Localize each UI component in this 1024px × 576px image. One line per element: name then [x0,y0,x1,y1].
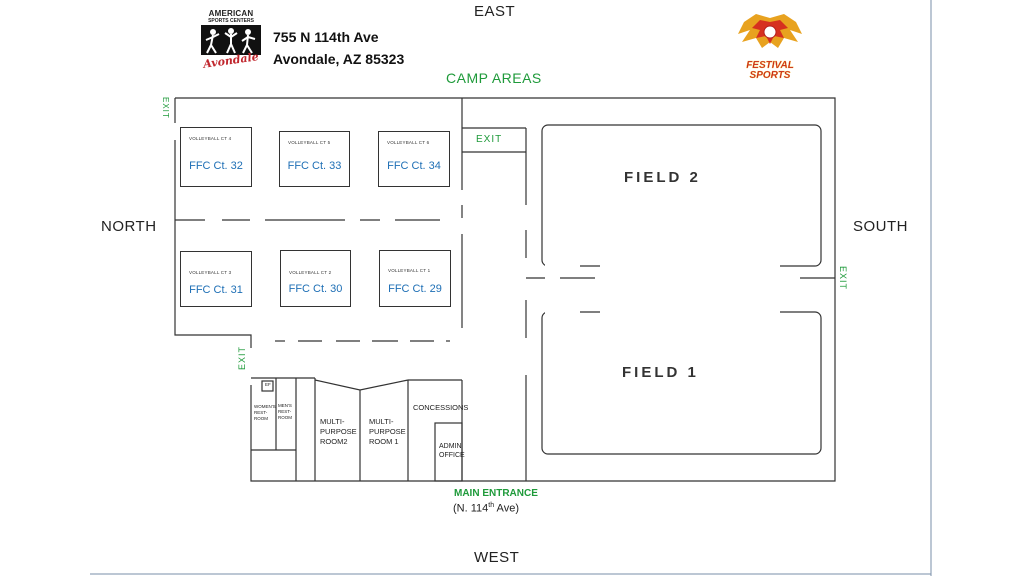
logo-right-line1: FESTIVAL [746,60,794,71]
concessions-label: CONCESSIONS [413,403,469,412]
court-ffc-34: VOLLEYBALL CT 6 FFC Ct. 34 [378,131,450,187]
court-small-label: VOLLEYBALL CT 6 [387,140,430,145]
exit-top-left: EXIT [161,97,170,119]
court-ffc-32: VOLLEYBALL CT 4 FFC Ct. 32 [180,127,252,187]
court-label: FFC Ct. 29 [388,283,442,295]
field-1-label: FIELD 1 [622,364,699,381]
compass-west: WEST [474,549,520,566]
street-ordinal: th [488,502,495,509]
room-line: ROOM [254,416,268,421]
admin-office-label: ADMIN OFFICE [439,442,465,460]
court-label: FFC Ct. 34 [387,160,441,172]
court-small-label: VOLLEYBALL CT 2 [289,270,332,275]
room-line: PURPOSE [320,427,357,436]
room-line: ROOM2 [320,437,348,446]
camp-areas-label: CAMP AREAS [446,70,542,86]
room-line: REST- [254,410,268,415]
court-label: FFC Ct. 30 [288,283,343,295]
multipurpose-room-1-label: MULTI- PURPOSE ROOM 1 [369,417,406,447]
logo-left-line2: SPORTS CENTERS [208,18,254,24]
street-suffix: Ave) [494,502,519,515]
room-line: MULTI- [320,417,345,426]
court-ffc-29: VOLLEYBALL CT 1 FFC Ct. 29 [379,250,451,307]
exit-lower-left: EXIT [237,346,247,371]
ef-room-label: EF [265,382,271,387]
room-line: ADMIN [439,443,462,450]
compass-south: SOUTH [853,218,908,235]
street-prefix: (N. 114 [453,502,489,515]
womens-restroom-label: WOMEN'S REST- ROOM [254,404,276,422]
court-label: FFC Ct. 33 [287,160,342,172]
room-line: MULTI- [369,417,394,426]
logo-left-line1: AMERICAN [208,9,254,18]
athletes-silhouette-icon [201,25,261,55]
court-ffc-31: VOLLEYBALL CT 3 FFC Ct. 31 [180,251,252,307]
court-label: FFC Ct. 31 [189,284,243,296]
room-line: OFFICE [439,452,465,459]
address-line1: 755 N 114th Ave [273,29,379,45]
court-small-label: VOLLEYBALL CT 3 [189,270,232,275]
court-small-label: VOLLEYBALL CT 5 [288,140,331,145]
logo-right-line2: SPORTS [749,70,791,81]
room-line: ROOM 1 [369,437,399,446]
room-line: ROOM [278,415,292,420]
room-line: WOMEN'S [254,404,276,409]
court-small-label: VOLLEYBALL CT 4 [189,136,232,141]
room-line: REST- [278,409,292,414]
exit-right: EXIT [838,266,848,291]
american-sports-centers-logo: AMERICAN SPORTS CENTERS Avondale [196,10,266,74]
phoenix-icon [738,14,802,48]
court-ffc-30: VOLLEYBALL CT 2 FFC Ct. 30 [280,250,351,307]
exit-center: EXIT [476,134,503,145]
room-line: PURPOSE [369,427,406,436]
court-label: FFC Ct. 32 [189,160,243,172]
address-block: 755 N 114th Ave Avondale, AZ 85323 [273,26,404,70]
address-line2: Avondale, AZ 85323 [273,51,405,67]
festival-sports-logo: FESTIVAL SPORTS [736,12,804,81]
multipurpose-room-2-label: MULTI- PURPOSE ROOM2 [320,417,357,447]
court-small-label: VOLLEYBALL CT 1 [388,268,431,273]
court-ffc-33: VOLLEYBALL CT 5 FFC Ct. 33 [279,131,350,187]
field-2-label: FIELD 2 [624,169,701,186]
mens-restroom-label: MEN'S REST- ROOM [278,403,292,421]
main-entrance-label: MAIN ENTRANCE [454,488,538,499]
compass-east: EAST [474,3,516,20]
room-line: MEN'S [278,403,292,408]
compass-north: NORTH [101,218,157,235]
main-entrance-street: (N. 114th Ave) [453,502,519,515]
